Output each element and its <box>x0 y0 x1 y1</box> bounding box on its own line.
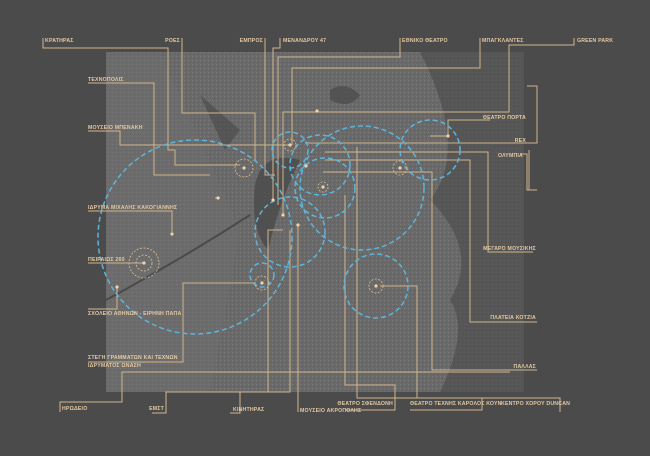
label-benaki: ΜΟΥΣΕΙΟ ΜΠΕΝΑΚΗ <box>88 125 143 131</box>
coverage-circle <box>254 196 326 268</box>
label-technopolis: ΤΕΧΝΟΠΟΛΙΣ <box>88 77 124 83</box>
label-kakogiannis: ΙΔΡΥΜΑ ΜΙΧΑΛΗΣ ΚΑΚΟΓΙΑΝΝΗΣ <box>88 205 177 211</box>
label-pallas: ΠΑΛΛΑΣ <box>514 364 536 370</box>
coverage-circle <box>289 134 351 196</box>
label-green-park: GREEN PARK <box>577 38 613 44</box>
label-duncan: ΚΕΝΤΡΟ ΧΟΡΟΥ DUNCAN <box>501 401 570 407</box>
label-irodeio: ΗΡΩΔΕΙΟ <box>62 406 87 412</box>
venue-labels: ΚΡΑΤΗΡΑΣ ΡΟΕΣ ΕΜΠΡΟΣ ΜΕΝΑΝΔΡΟΥ 47 ΕΘΝΙΚΟ… <box>45 38 613 414</box>
coverage-circle <box>97 139 293 335</box>
label-megaro: ΜΕΓΑΡΟ ΜΟΥΣΙΚΗΣ <box>483 246 536 252</box>
coverage-circles <box>97 119 461 335</box>
label-scholeio: ΣΧΟΛΕΙΟ ΑΘΗΝΩΝ - ΕΙΡΗΝΗ ΠΑΠΑ <box>88 311 181 317</box>
label-bagklantes: ΜΠΑΓΚΛΑΝΤΕΣ <box>482 38 524 44</box>
label-peiraios: ΠΕΙΡΑΙΩΣ 260 <box>88 257 125 263</box>
coverage-circle <box>299 125 425 251</box>
coverage-circle <box>399 119 461 181</box>
label-menandrou: ΜΕΝΑΝΔΡΟΥ 47 <box>283 38 326 44</box>
label-kotzia: ΠΛΑΤΕΙΑ ΚΟΤΖΙΑ <box>490 315 536 321</box>
label-akropoli: ΜΟΥΣΕΙΟ ΑΚΡΟΠΟΛΗΣ <box>300 408 361 414</box>
city-map <box>105 52 524 392</box>
label-ethniko-theatro: ΕΘΝΙΚΟ ΘΕΑΤΡΟ <box>402 38 448 44</box>
label-porta: ΘΕΑΤΡΟ ΠΟΡΤΑ <box>483 115 526 121</box>
label-emst: ΕΜΣΤ <box>149 406 164 412</box>
label-stegi-line1: ΣΤΕΓΗ ΓΡΑΜΜΑΤΩΝ ΚΑΙ ΤΕΧΝΩΝ <box>88 355 178 361</box>
label-rex: REX <box>515 138 527 144</box>
label-empros: ΕΜΠΡΟΣ <box>240 38 263 44</box>
coverage-circle <box>294 157 356 219</box>
label-roes: ΡΟΕΣ <box>165 38 180 44</box>
label-sfendoni: ΘΕΑΤΡΟ ΣΦΕΝΔΟΝΗ <box>337 401 393 407</box>
label-stegi-line2: ΙΔΡΥΜΑΤΟΣ ΩΝΑΣΗ <box>88 363 141 369</box>
label-kinitiras: ΚΙΝΗΤΗΡΑΣ <box>233 407 264 413</box>
label-olympia: ΟΛΥΜΠΙΑ <box>498 153 523 159</box>
label-koun: ΘΕΑΤΡΟ ΤΕΧΝΗΣ ΚΑΡΟΛΟΣ ΚΟΥΝ <box>410 401 502 407</box>
coverage-circle <box>249 262 275 288</box>
venue-markers <box>115 109 450 294</box>
coverage-circle <box>343 253 409 319</box>
leader-lines <box>42 38 575 414</box>
label-kratiras: ΚΡΑΤΗΡΑΣ <box>45 38 74 44</box>
